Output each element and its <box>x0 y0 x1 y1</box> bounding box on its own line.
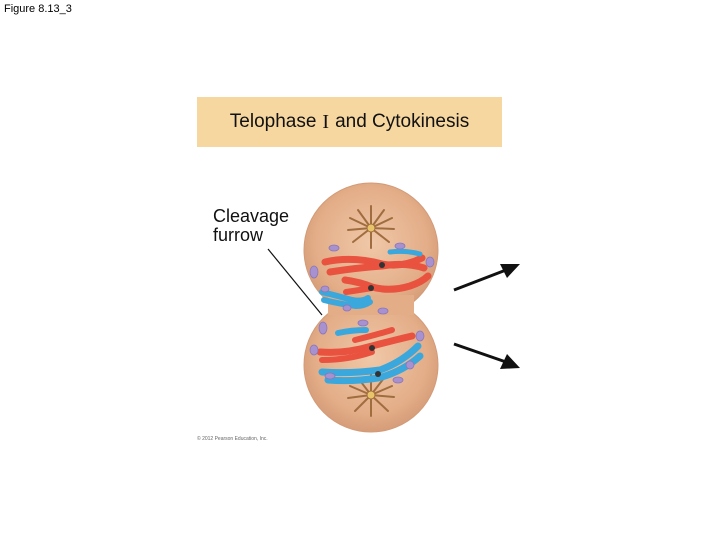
cleavage-furrow-label: Cleavage furrow <box>213 207 289 245</box>
cleavage-label-line2: furrow <box>213 225 264 245</box>
title-text-post: and Cytokinesis <box>335 111 470 132</box>
figure-label: Figure 8.13_3 <box>4 3 72 15</box>
copyright-notice: © 2012 Pearson Education, Inc. <box>197 436 268 442</box>
vesicles <box>309 242 435 384</box>
upper-centrosome <box>347 205 395 249</box>
separation-arrow-lower <box>453 342 520 369</box>
separation-arrow-upper <box>453 264 520 292</box>
title-roman-numeral: I <box>322 110 330 133</box>
cleavage-label-line1: Cleavage <box>213 206 290 226</box>
cleavage-furrow-pointer <box>267 248 323 316</box>
lower-centrosome <box>347 372 395 417</box>
upper-chromosomes <box>319 248 432 310</box>
title-text-pre: Telophase <box>229 111 317 132</box>
panel-title: Telophase I and Cytokinesis <box>197 97 502 147</box>
